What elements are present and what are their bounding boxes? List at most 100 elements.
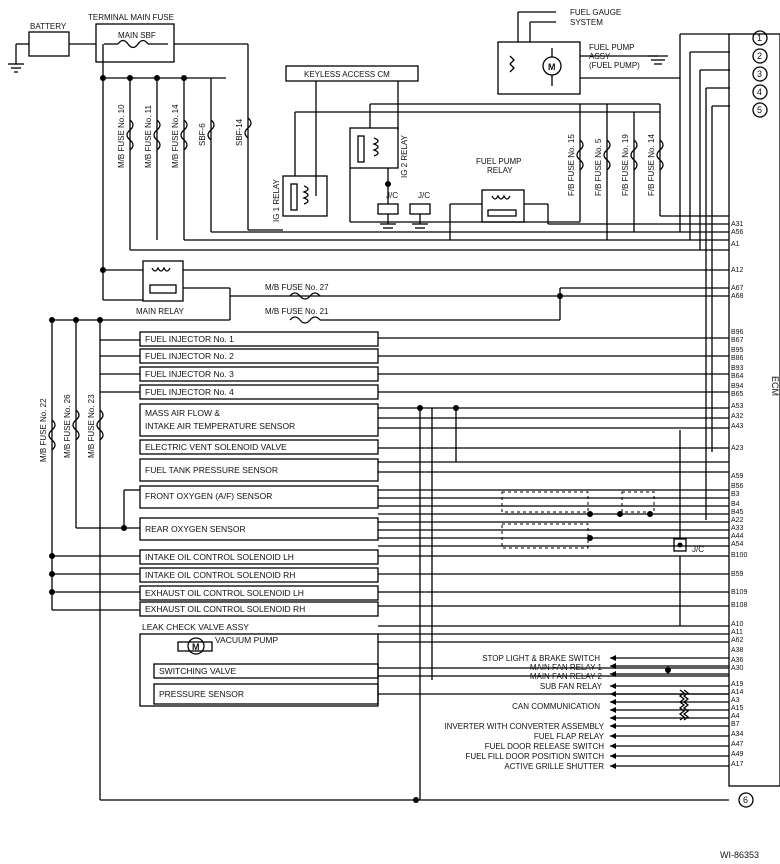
vent-solenoid-box <box>139 439 379 455</box>
ecm-pin-B93: B93 <box>731 365 744 372</box>
connector-label-2: 2 <box>757 51 762 61</box>
fuel-pump-assy-label-1: FUEL PUMP <box>589 43 635 52</box>
comp-maf-2: INTAKE AIR TEMPERATURE SENSOR <box>145 421 295 431</box>
fuse-fb15: F/B FUSE No. 15 <box>567 134 576 196</box>
ecm-pin-A44: A44 <box>731 533 744 540</box>
signal-arrow-head <box>610 743 616 749</box>
ecm-pin-B100: B100 <box>731 552 747 559</box>
ecm-pin-A12: A12 <box>731 267 744 274</box>
switching-valve-label: SWITCHING VALVE <box>159 666 236 676</box>
signal-arrow-head <box>610 699 616 705</box>
ecm-pin-A3: A3 <box>731 697 740 704</box>
fuse-fb19: F/B FUSE No. 19 <box>621 134 630 196</box>
comp-injector-1: FUEL INJECTOR No. 1 <box>145 334 234 344</box>
ig2-relay-label: IG 2 RELAY <box>400 134 409 178</box>
signal-arrow-head <box>610 671 616 677</box>
connector-5 <box>752 102 768 118</box>
connector-label-3: 3 <box>757 69 762 79</box>
ecm-pin-A31: A31 <box>731 221 744 228</box>
fuse-mb26: M/B FUSE No. 26 <box>63 394 72 458</box>
fuel-gauge-label-1: FUEL GAUGE <box>570 8 621 17</box>
comp-exhaust-rh: EXHAUST OIL CONTROL SOLENOID RH <box>145 604 305 614</box>
connector-3 <box>752 66 768 82</box>
jc-label-1: J/C <box>386 191 398 200</box>
fuel-pump-assy-label-3: (FUEL PUMP) <box>589 61 640 70</box>
rear-o2-box <box>139 517 379 541</box>
ecm-pin-A34: A34 <box>731 731 744 738</box>
signal-arrow-head <box>610 763 616 769</box>
connector-1 <box>752 30 768 46</box>
terminal-main-fuse-label: TERMINAL MAIN FUSE <box>88 13 174 22</box>
comp-injector-4: FUEL INJECTOR No. 4 <box>145 387 234 397</box>
fuse-mb22: M/B FUSE No. 22 <box>39 398 48 462</box>
ecm-pin-B67: B67 <box>731 337 744 344</box>
ig2-relay-box <box>349 127 399 169</box>
comp-exhaust-lh: EXHAUST OIL CONTROL SOLENOID LH <box>145 588 304 598</box>
comp-injector-2: FUEL INJECTOR No. 2 <box>145 351 234 361</box>
ecm-pin-A59: A59 <box>731 473 744 480</box>
ecm-label: ECM <box>770 376 780 396</box>
ecm-pin-A10: A10 <box>731 621 744 628</box>
ecm-pin-A67: A67 <box>731 285 744 292</box>
leak-check-title: LEAK CHECK VALVE ASSY <box>142 622 249 632</box>
ecm-pin-A56: A56 <box>731 229 744 236</box>
ecm-pin-A33: A33 <box>731 525 744 532</box>
signal-arrow-head <box>610 723 616 729</box>
signal-arrow-head <box>610 663 616 669</box>
ecm-pin-A54: A54 <box>731 541 744 548</box>
ig1-relay-box <box>282 175 328 217</box>
ecm-pin-A22: A22 <box>731 517 744 524</box>
ecm-pin-A68: A68 <box>731 293 744 300</box>
comp-intake-rh: INTAKE OIL CONTROL SOLENOID RH <box>145 570 295 580</box>
comp-intake-lh: INTAKE OIL CONTROL SOLENOID LH <box>145 552 294 562</box>
exhaust-lh-box <box>139 585 379 601</box>
ecm-pin-B95: B95 <box>731 347 744 354</box>
signal-main-fan-2: MAIN FAN RELAY 2 <box>530 672 603 681</box>
front-o2-box <box>139 485 379 509</box>
ecm-pin-B108: B108 <box>731 602 747 609</box>
ecm-pin-A11: A11 <box>731 629 743 636</box>
ecm-pin-A4: A4 <box>731 713 740 720</box>
connector-2 <box>752 48 768 64</box>
signal-fuel-door-release: FUEL DOOR RELEASE SWITCH <box>485 742 605 751</box>
main-sbf-label: MAIN SBF <box>118 31 156 40</box>
signal-arrow-head <box>610 691 616 697</box>
ecm-pin-B109: B109 <box>731 589 747 596</box>
fuse-fb5: F/B FUSE No. 5 <box>594 138 603 196</box>
ecm-pin-A47: A47 <box>731 741 744 748</box>
ecm-pin-B59: B59 <box>731 571 744 578</box>
ecm-pin-B86: B86 <box>731 355 744 362</box>
ecm-pin-A38: A38 <box>731 647 744 654</box>
comp-maf-1: MASS AIR FLOW & <box>145 408 220 418</box>
comp-vent-solenoid: ELECTRIC VENT SOLENOID VALVE <box>145 442 287 452</box>
ecm-pin-A49: A49 <box>731 751 744 758</box>
ecm-pin-A23: A23 <box>731 445 744 452</box>
main-relay-label: MAIN RELAY <box>136 307 185 316</box>
comp-injector-3: FUEL INJECTOR No. 3 <box>145 369 234 379</box>
fuse-mb14: M/B FUSE No. 14 <box>171 104 180 168</box>
signal-stop-light: STOP LIGHT & BRAKE SWITCH <box>482 654 600 663</box>
ecm-pin-B64: B64 <box>731 373 744 380</box>
ecm-pin-B7: B7 <box>731 721 740 728</box>
ecm-pin-B56: B56 <box>731 483 744 490</box>
maf-sensor-box <box>139 403 379 437</box>
ecm-pin-A19: A19 <box>731 681 744 688</box>
fuel-pump-relay-label-2: RELAY <box>487 166 513 175</box>
ecm-pin-B4: B4 <box>731 501 740 508</box>
diagram-id: WI-86353 <box>720 850 759 860</box>
signal-fuel-flap: FUEL FLAP RELAY <box>534 732 605 741</box>
connector-label-1: 1 <box>757 33 762 43</box>
jc-label-2: J/C <box>418 191 430 200</box>
fuse-sbf6: SBF-6 <box>198 123 207 146</box>
ecm-pin-A43: A43 <box>731 423 744 430</box>
signal-grille-shutter: ACTIVE GRILLE SHUTTER <box>504 762 604 771</box>
battery-label: BATTERY <box>30 22 67 31</box>
connector-6 <box>738 792 754 808</box>
signal-arrow-head <box>610 715 616 721</box>
ecm-pin-B3: B3 <box>731 491 740 498</box>
fuse-mb21: M/B FUSE No. 21 <box>265 307 329 316</box>
ecm-pin-A30: A30 <box>731 665 744 672</box>
fuel-pump-relay-box <box>481 189 525 223</box>
fuse-fb14: F/B FUSE No. 14 <box>647 134 656 196</box>
